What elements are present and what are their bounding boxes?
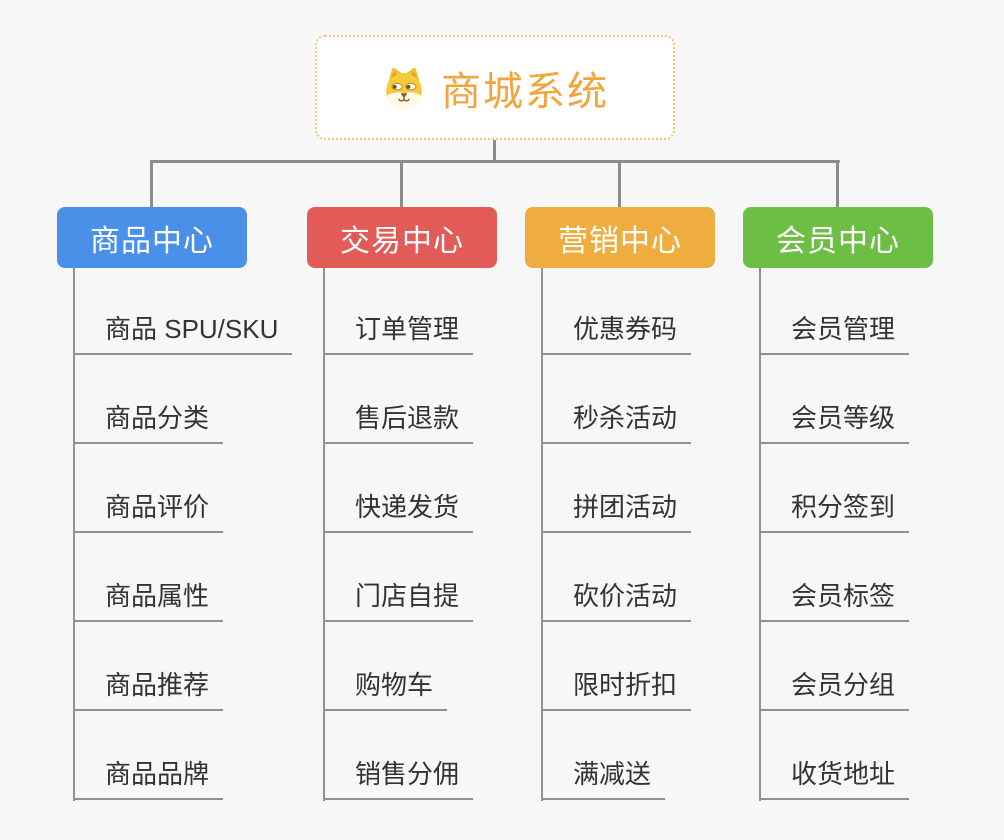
connector-root-stub — [493, 138, 496, 162]
leaf-item[interactable]: 积分签到 — [759, 491, 910, 533]
branch-node-marketing[interactable]: 营销中心 — [525, 207, 715, 268]
leaf-item[interactable]: 会员管理 — [759, 313, 910, 355]
leaf-item[interactable]: 购物车 — [323, 669, 448, 711]
branch-connector-line — [323, 268, 325, 801]
leaf-item[interactable]: 销售分佣 — [323, 758, 474, 800]
branch-connector-line — [73, 268, 75, 801]
leaf-item[interactable]: 商品品牌 — [73, 758, 224, 800]
root-node[interactable]: 商城系统 — [315, 35, 675, 140]
branch-node-members[interactable]: 会员中心 — [743, 207, 933, 268]
leaf-item[interactable]: 门店自提 — [323, 580, 474, 622]
branch-column-marketing: 营销中心 优惠券码秒杀活动拼团活动砍价活动限时折扣满减送 — [525, 207, 785, 817]
connector-drop — [400, 160, 403, 208]
leaf-item[interactable]: 拼团活动 — [541, 491, 692, 533]
branch-column-members: 会员中心 会员管理会员等级积分签到会员标签会员分组收货地址 — [743, 207, 1003, 817]
dog-face-icon — [386, 67, 422, 109]
branch-node-products[interactable]: 商品中心 — [57, 207, 247, 268]
connector-bus — [150, 160, 840, 163]
branch-connector-line — [759, 268, 761, 801]
connector-drop — [150, 160, 153, 208]
leaf-item[interactable]: 订单管理 — [323, 313, 474, 355]
leaf-item[interactable]: 砍价活动 — [541, 580, 692, 622]
leaf-item[interactable]: 满减送 — [541, 758, 666, 800]
leaf-item[interactable]: 商品评价 — [73, 491, 224, 533]
leaf-item[interactable]: 会员等级 — [759, 402, 910, 444]
leaf-item[interactable]: 售后退款 — [323, 402, 474, 444]
leaf-item[interactable]: 商品分类 — [73, 402, 224, 444]
branch-node-trade[interactable]: 交易中心 — [307, 207, 497, 268]
leaf-item[interactable]: 商品 SPU/SKU — [73, 313, 293, 355]
leaf-item[interactable]: 会员分组 — [759, 669, 910, 711]
connector-drop — [618, 160, 621, 208]
connector-drop — [836, 160, 839, 208]
branch-column-trade: 交易中心 订单管理售后退款快递发货门店自提购物车销售分佣 — [307, 207, 567, 817]
leaf-item[interactable]: 优惠券码 — [541, 313, 692, 355]
leaf-item[interactable]: 秒杀活动 — [541, 402, 692, 444]
branch-column-products: 商品中心 商品 SPU/SKU 商品分类商品评价商品属性商品推荐商品品牌 — [57, 207, 317, 817]
branch-connector-line — [541, 268, 543, 801]
leaf-item[interactable]: 会员标签 — [759, 580, 910, 622]
leaf-item[interactable]: 商品推荐 — [73, 669, 224, 711]
root-title: 商城系统 — [441, 69, 609, 114]
leaf-item[interactable]: 商品属性 — [73, 580, 224, 622]
leaf-item[interactable]: 收货地址 — [759, 758, 910, 800]
leaf-item[interactable]: 快递发货 — [323, 491, 474, 533]
leaf-item[interactable]: 限时折扣 — [541, 669, 692, 711]
